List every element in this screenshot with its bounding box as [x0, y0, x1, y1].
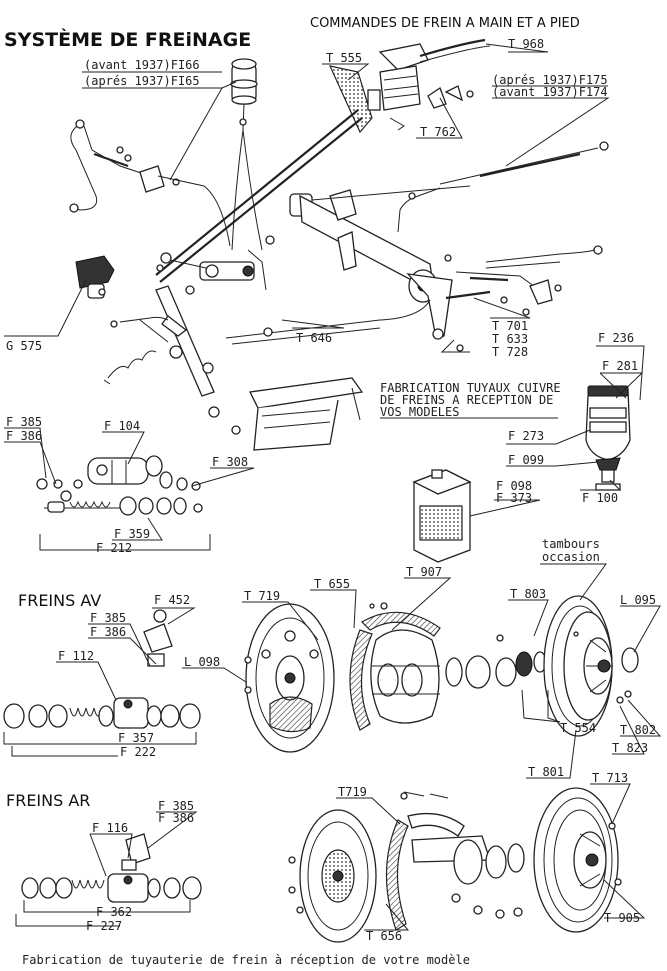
- label-l098: L 098: [184, 655, 220, 669]
- front-brake-wheel-cylinder-drawing: [3, 609, 201, 729]
- label-f385-kit: F 385: [6, 415, 42, 429]
- label-fabrication-line2: DE FREINS A RECEPTION DE: [380, 393, 553, 407]
- label-fabrication-line1: FABRICATION TUYAUX CUIVRE: [380, 381, 561, 395]
- label-f100: F 100: [582, 491, 618, 505]
- brake-fluid-tin-drawing: [412, 469, 472, 563]
- label-t728: T 728: [492, 345, 528, 359]
- rear-brake-drum-drawing: [533, 787, 622, 933]
- label-t646: T 646: [296, 331, 332, 345]
- section-heading-front-brakes: FREINS AV: [18, 591, 101, 610]
- label-t713: T 713: [592, 771, 628, 785]
- label-t554: T 554: [560, 721, 596, 735]
- label-t802: T 802: [620, 723, 656, 737]
- label-t655: T 655: [314, 577, 350, 591]
- label-t555: T 555: [326, 51, 362, 65]
- label-f099: F 099: [508, 453, 544, 467]
- rear-brake-backing-plate-drawing: [288, 791, 525, 943]
- label-f174: (avant 1937)F174: [492, 85, 608, 99]
- hand-foot-brake-assembly-drawing: [69, 38, 609, 451]
- label-f212: F 212: [96, 541, 132, 555]
- label-f227: F 227: [86, 919, 122, 933]
- rear-brake-wheel-cylinder-drawing: [21, 833, 202, 903]
- label-f098: F 098: [496, 479, 532, 493]
- label-f236: F 236: [598, 331, 634, 345]
- footer-caption: Fabrication de tuyauterie de frein à réc…: [22, 953, 470, 967]
- label-t803: T 803: [510, 587, 546, 601]
- label-f362: F 362: [96, 905, 132, 919]
- label-occasion: occasion: [542, 550, 600, 564]
- label-f308: F 308: [212, 455, 248, 469]
- leader-lines: [3, 43, 662, 931]
- label-f385-rear: F 385: [158, 799, 194, 813]
- label-f386-front: F 386: [90, 625, 126, 639]
- label-t633: T 633: [492, 332, 528, 346]
- page-title: SYSTÈME DE FREiNAGE: [4, 28, 251, 51]
- label-fabrication-line3: VOS MODELES: [380, 405, 459, 419]
- part-reference-labels: (avant 1937)FI66 (aprés 1937)FI65 T 555 …: [6, 37, 656, 943]
- label-t719-front: T 719: [244, 589, 280, 603]
- label-f112: F 112: [58, 649, 94, 663]
- label-t905: T 905: [604, 911, 640, 925]
- label-l095: L 095: [620, 593, 656, 607]
- master-cylinder-kit-drawing: [36, 455, 203, 516]
- label-f373: F 373: [496, 491, 532, 505]
- label-tambours: tambours: [542, 537, 600, 551]
- label-f359: F 359: [114, 527, 150, 541]
- label-f175: (aprés 1937)F175: [492, 73, 608, 87]
- label-f386-rear: F 386: [158, 811, 194, 825]
- section-heading-rear-brakes: FREINS AR: [6, 791, 90, 810]
- label-t762: T 762: [420, 125, 456, 139]
- label-t823: T 823: [612, 741, 648, 755]
- label-f281: F 281: [602, 359, 638, 373]
- label-t701: T 701: [492, 319, 528, 333]
- label-t907: T 907: [406, 565, 442, 579]
- label-f273: F 273: [508, 429, 544, 443]
- label-t801: T 801: [528, 765, 564, 779]
- front-brake-drum-drawing: [543, 595, 639, 737]
- section-heading-hand-foot-controls: COMMANDES DE FREIN A MAIN ET A PIED: [310, 16, 580, 31]
- label-fi65: (aprés 1937)FI65: [84, 74, 200, 88]
- label-f104: F 104: [104, 419, 140, 433]
- brake-fluid-bottle-drawing: [585, 385, 631, 491]
- label-t719-rear: T719: [338, 785, 367, 799]
- front-brake-backing-plate-drawing: [244, 602, 547, 753]
- label-f357: F 357: [118, 731, 154, 745]
- label-f386-kit: F 386: [6, 429, 42, 443]
- label-f385-front: F 385: [90, 611, 126, 625]
- label-f222: F 222: [120, 745, 156, 759]
- label-t968: T 968: [508, 37, 544, 51]
- label-g575: G 575: [6, 339, 42, 353]
- label-f116: F 116: [92, 821, 128, 835]
- label-t656: T 656: [366, 929, 402, 943]
- label-f452: F 452: [154, 593, 190, 607]
- label-fi66: (avant 1937)FI66: [84, 58, 200, 72]
